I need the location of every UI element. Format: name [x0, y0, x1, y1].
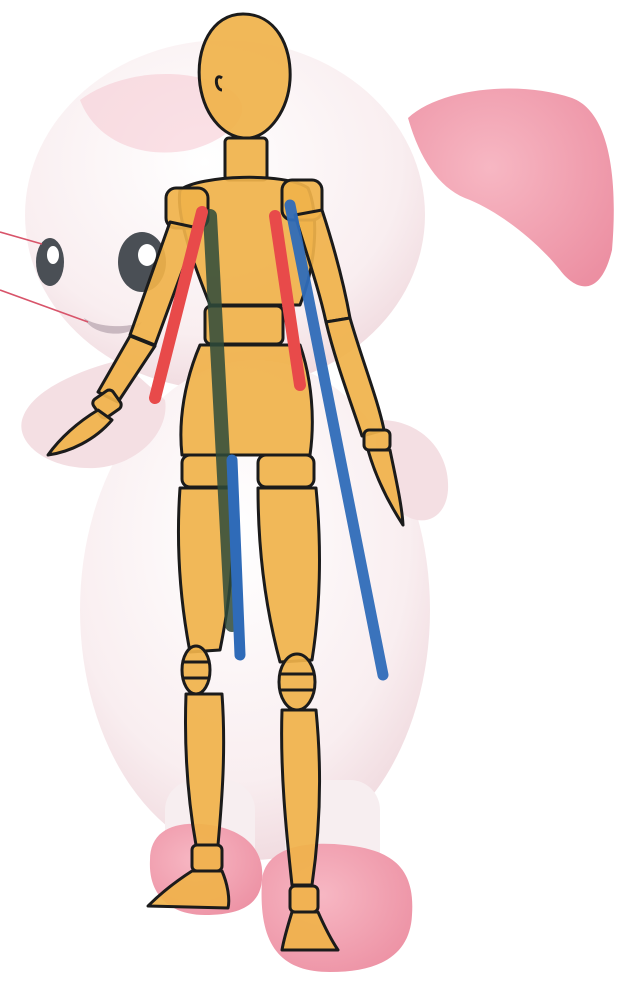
mannequin-left-shin	[185, 694, 223, 845]
mannequin-left-knee	[182, 646, 210, 694]
mannequin-right-hip	[258, 455, 314, 487]
mascot-right-eye-highlight	[138, 244, 156, 266]
mannequin-right-wrist	[364, 430, 390, 450]
mannequin-right-knee	[279, 654, 315, 710]
mascot-left-eye-highlight	[47, 246, 59, 264]
mannequin-head	[199, 14, 290, 138]
mannequin-left-ankle	[192, 845, 222, 871]
mascot-right-foot	[262, 844, 413, 972]
mascot-ear	[408, 88, 614, 286]
mannequin-neck	[225, 138, 267, 180]
mannequin-right-ankle	[290, 886, 318, 912]
